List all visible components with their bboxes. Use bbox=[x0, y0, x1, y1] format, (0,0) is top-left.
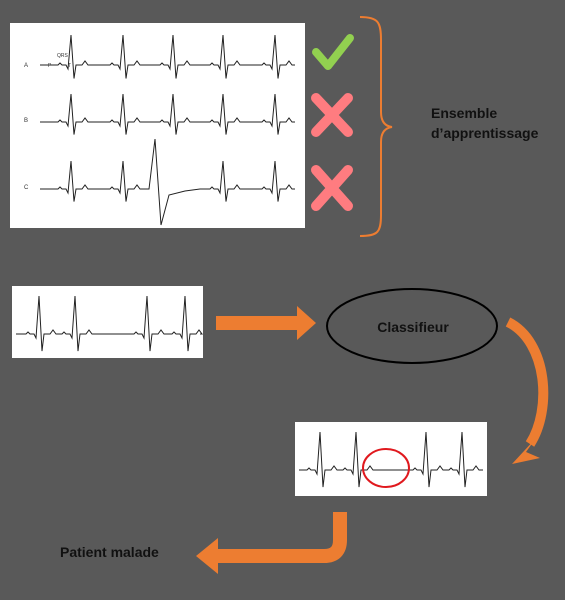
wave-label-t: T bbox=[68, 63, 71, 69]
training-set-label: Ensemble d’apprentissage bbox=[431, 103, 561, 143]
curved-arrow-icon bbox=[505, 317, 549, 464]
arrow-left-icon bbox=[196, 512, 347, 574]
curly-brace bbox=[359, 16, 393, 237]
cross-icon bbox=[311, 93, 353, 137]
row-letter-c: C bbox=[24, 185, 29, 191]
input-ecg-svg bbox=[16, 295, 203, 352]
ecg-trace-a bbox=[40, 34, 295, 79]
wave-label-qrs: QRS bbox=[57, 53, 69, 59]
ecg-trace-c bbox=[40, 138, 295, 226]
wave-label-p: P bbox=[48, 63, 52, 69]
row-letter-b: B bbox=[24, 118, 28, 124]
ecg-trace-input bbox=[16, 295, 203, 352]
anomaly-highlight-circle bbox=[362, 448, 410, 488]
classifier-label: Classifieur bbox=[377, 319, 449, 335]
training-ecg-svg: QRS P T A B C bbox=[24, 34, 295, 226]
input-ecg-panel bbox=[12, 286, 203, 358]
arrow-right-icon bbox=[216, 306, 316, 340]
patient-result-label: Patient malade bbox=[60, 544, 159, 560]
cross-icon bbox=[311, 165, 353, 211]
row-letter-a: A bbox=[24, 63, 28, 69]
training-set-label-line1: Ensemble bbox=[431, 105, 498, 121]
training-set-panel: QRS P T A B C bbox=[10, 23, 305, 228]
check-icon bbox=[312, 34, 354, 70]
ecg-trace-b bbox=[40, 93, 295, 135]
ecg-trace-output bbox=[299, 431, 483, 488]
training-set-label-line2: d’apprentissage bbox=[431, 125, 539, 141]
output-ecg-panel bbox=[295, 422, 487, 496]
output-ecg-svg bbox=[299, 431, 483, 488]
